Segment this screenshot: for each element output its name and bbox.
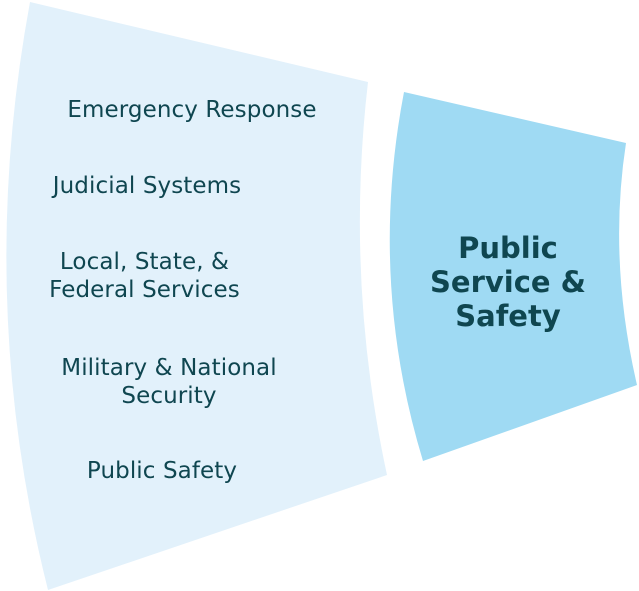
- subcategory-public-safety: Public Safety: [86, 458, 238, 484]
- subcategory-government-services: Local, State, & Federal Services: [49, 249, 240, 303]
- subcategory-panel: [6, 2, 387, 590]
- subcategory-judicial-systems: Judicial Systems: [52, 173, 242, 199]
- subcategory-emergency-response: Emergency Response: [67, 97, 317, 123]
- category-title: Public Service & Safety: [430, 231, 586, 333]
- category-panel: [389, 92, 637, 461]
- subcategory-military-national-security: Military & National Security: [61, 355, 277, 409]
